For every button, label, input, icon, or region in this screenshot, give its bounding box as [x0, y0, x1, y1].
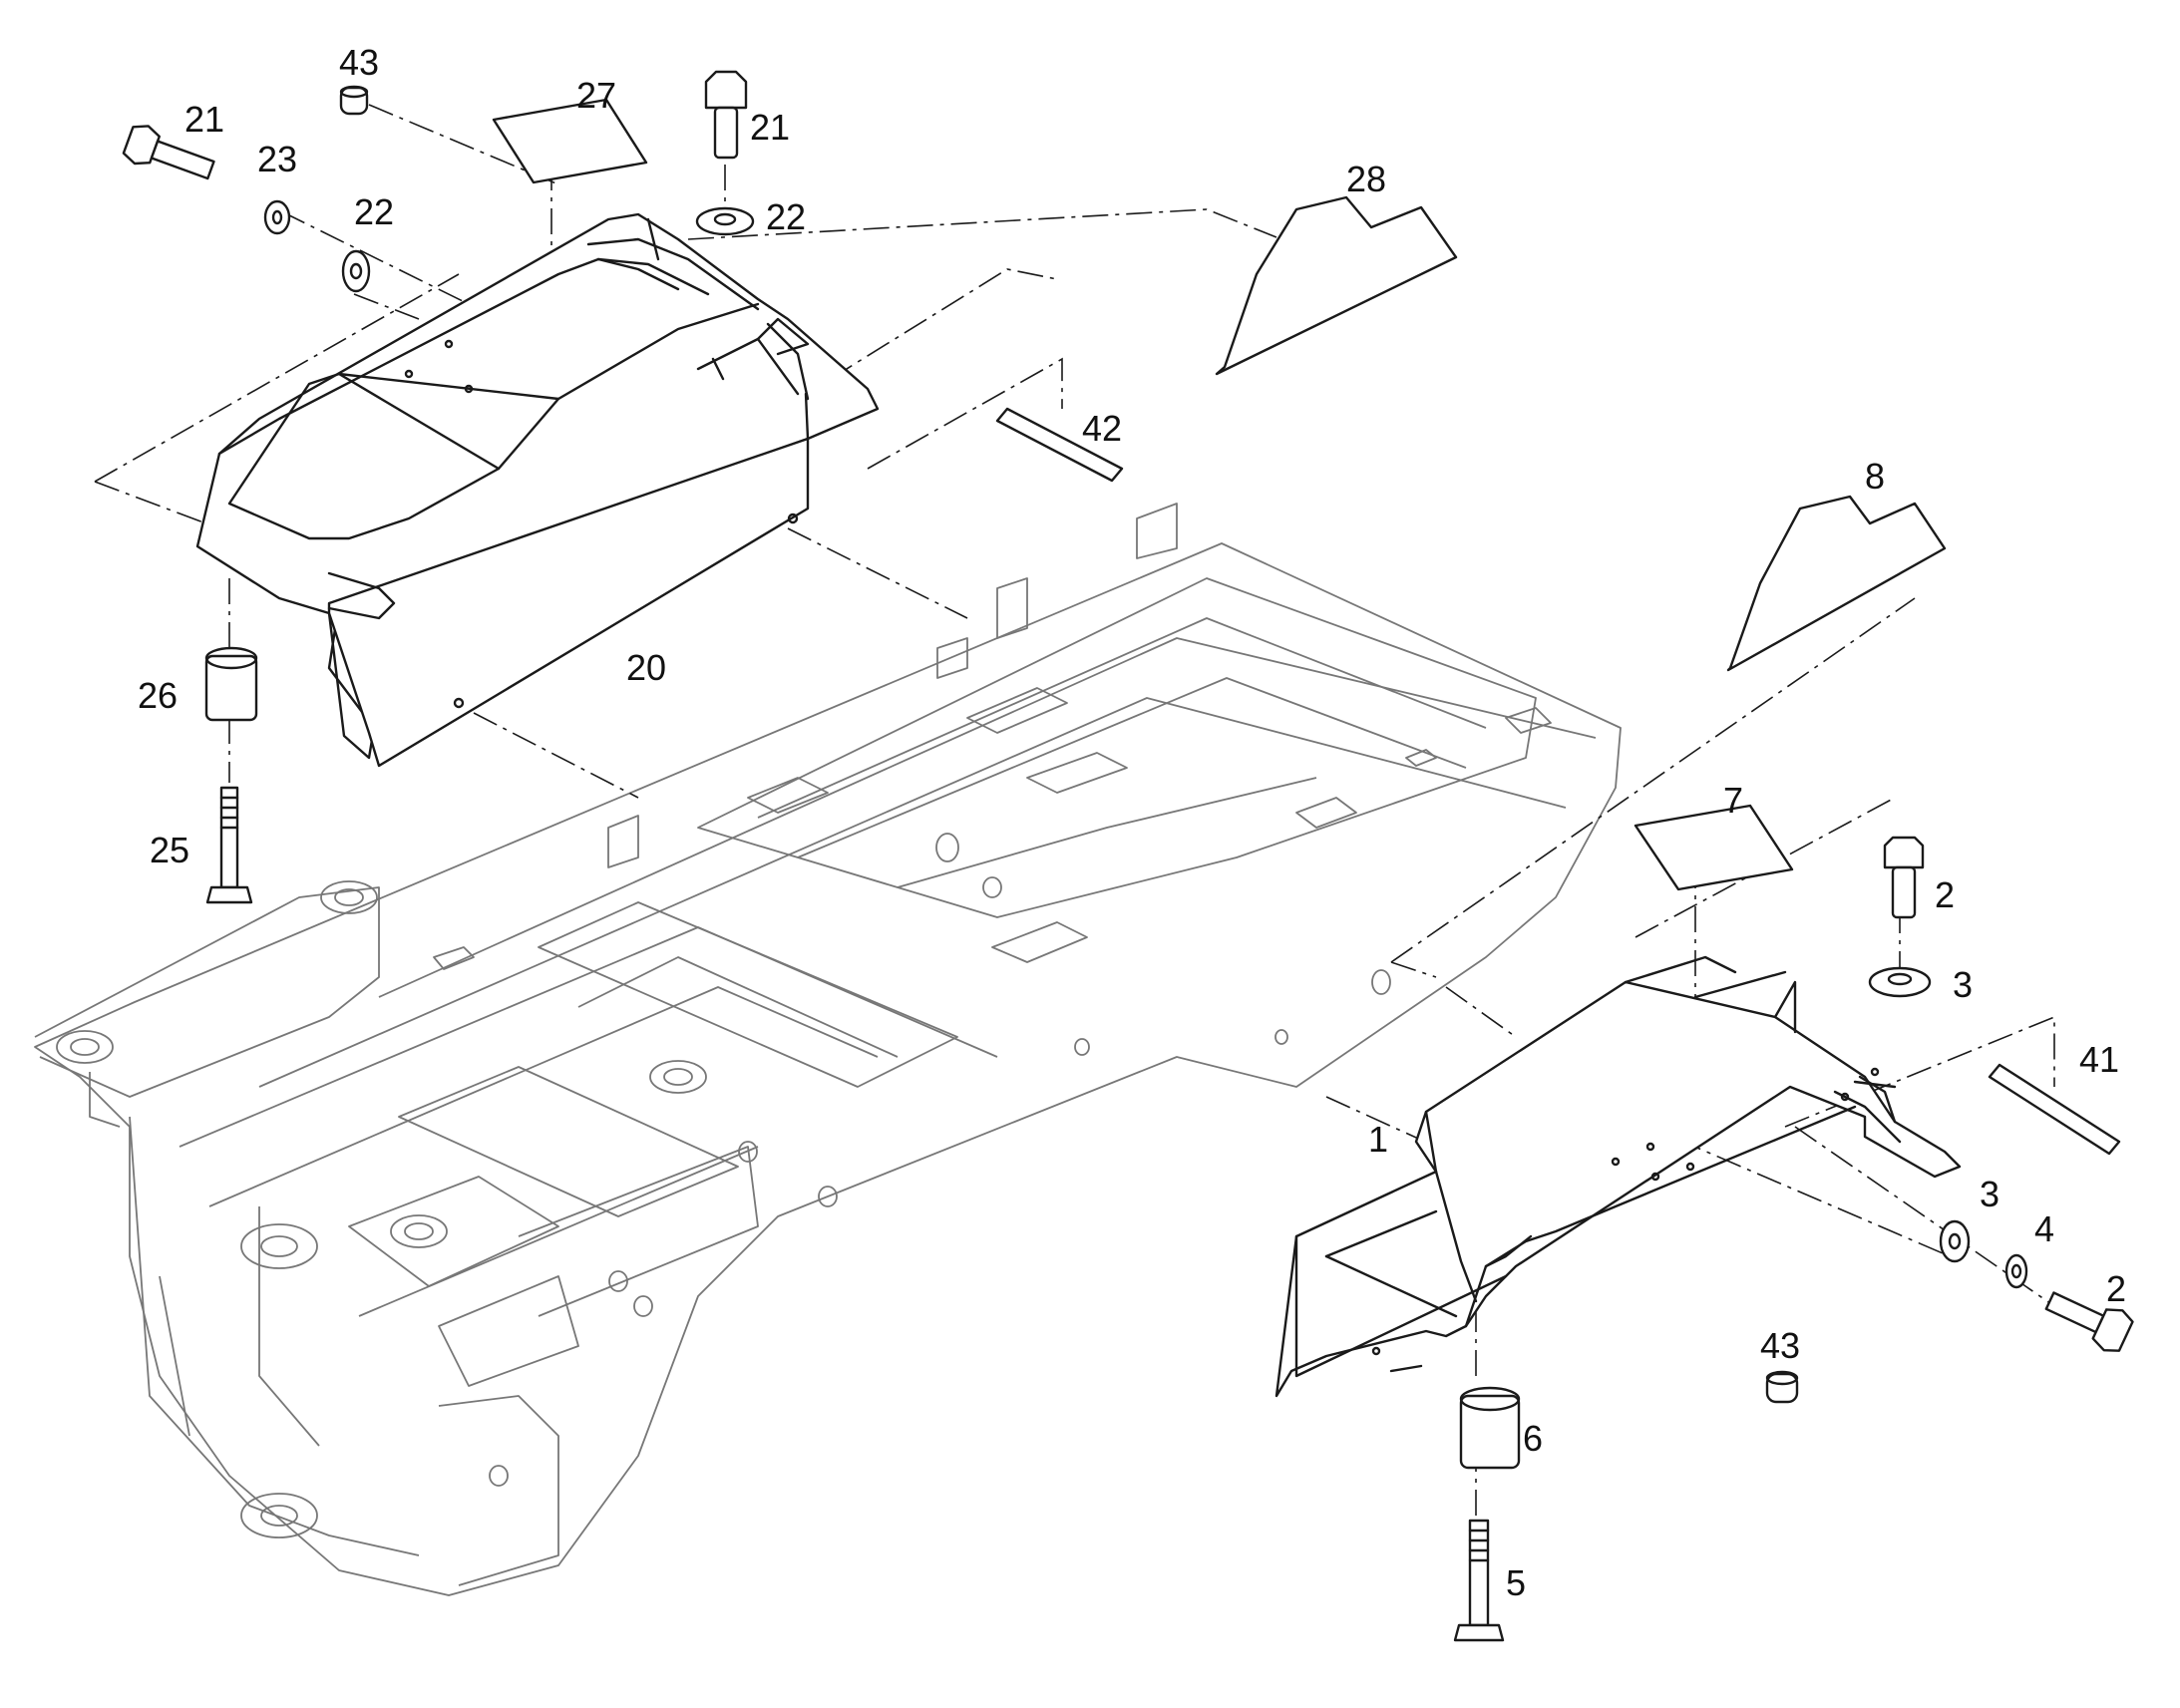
cap-43-top	[339, 85, 369, 116]
callout-6: 6	[1523, 1418, 1543, 1459]
callout-21-top: 21	[750, 107, 790, 148]
bolt-5	[1453, 1519, 1505, 1642]
callout-2-lower: 2	[2106, 1268, 2126, 1309]
callout-25: 25	[150, 830, 189, 870]
callout-27: 27	[576, 75, 616, 116]
decals	[492, 98, 2121, 1156]
callout-23: 23	[257, 139, 297, 179]
callout-8: 8	[1865, 456, 1885, 497]
bolt-21-top	[704, 70, 748, 160]
callout-43-top: 43	[339, 42, 379, 83]
bolt-2-top	[1883, 836, 1925, 919]
washer-22-left	[341, 249, 371, 293]
strip-41	[1988, 1063, 2121, 1156]
callout-4: 4	[2034, 1208, 2054, 1249]
washer-3-top	[1868, 966, 1932, 998]
callout-41: 41	[2079, 1039, 2119, 1080]
plate-8	[1726, 495, 1947, 672]
callout-22-top: 22	[766, 196, 806, 237]
washer-22-top	[695, 206, 755, 236]
callout-22-left: 22	[354, 191, 394, 232]
callout-21-left: 21	[184, 99, 224, 140]
callout-1: 1	[1368, 1119, 1388, 1160]
callout-26: 26	[138, 675, 178, 716]
washer-23	[263, 199, 291, 235]
washer-4	[2004, 1253, 2028, 1289]
callout-20: 20	[626, 647, 666, 688]
cover-assembly-20	[195, 212, 880, 768]
hardware	[122, 70, 2134, 1642]
main-frame	[34, 503, 1622, 1596]
bolt-25	[205, 786, 253, 904]
callout-42: 42	[1082, 408, 1122, 449]
callout-5: 5	[1506, 1562, 1526, 1603]
strip-42	[995, 407, 1124, 483]
washer-3-lower	[1939, 1219, 1971, 1263]
callout-3-lower: 3	[1980, 1174, 1999, 1214]
callout-labels: 1 2 2 3 3 4 5 6 7 8 20 21 21 22 22 23 25…	[138, 42, 2126, 1603]
callout-43-lower: 43	[1760, 1325, 1800, 1366]
bolt-21-left	[122, 125, 215, 180]
decal-7	[1634, 804, 1794, 891]
callout-3-top: 3	[1953, 964, 1973, 1005]
spacer-6	[1459, 1386, 1521, 1470]
decal-27	[492, 98, 648, 184]
cap-43-lower	[1765, 1370, 1799, 1404]
callout-28: 28	[1346, 159, 1386, 199]
callout-7: 7	[1723, 780, 1743, 821]
bolt-2-lower	[2044, 1291, 2134, 1352]
spacer-26	[204, 646, 258, 722]
cover-assembly-1	[1274, 955, 1962, 1398]
callout-2-top: 2	[1935, 874, 1955, 915]
plate-28	[1215, 195, 1458, 376]
